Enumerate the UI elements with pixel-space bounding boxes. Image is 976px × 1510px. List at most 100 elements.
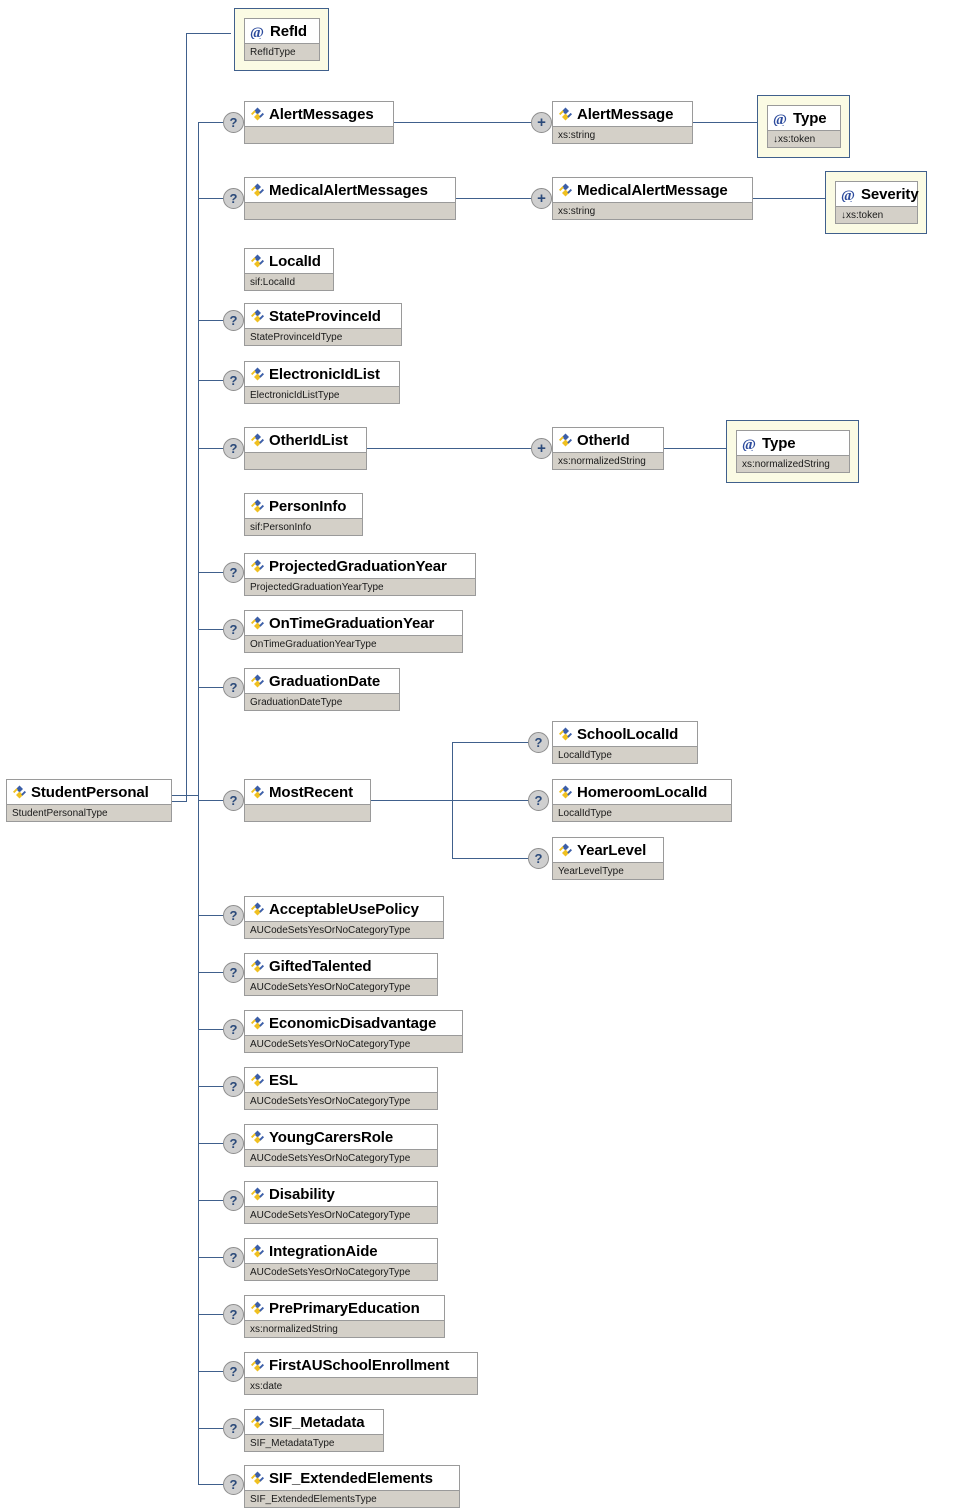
connector-alertmessage-to-type [693, 122, 757, 123]
node-electronicidlist[interactable]: ElectronicIdList ElectronicIdListType [244, 361, 400, 404]
marker-optional-disability[interactable]: ? [223, 1190, 244, 1211]
marker-optional-integrationaide[interactable]: ? [223, 1247, 244, 1268]
marker-repeating-alertmessage[interactable]: + [531, 112, 552, 133]
node-medicalalertmessage[interactable]: MedicalAlertMessage xs:string [552, 177, 753, 220]
node-schoollocalid[interactable]: SchoolLocalId LocalIdType [552, 721, 698, 764]
element-icon [250, 959, 265, 973]
node-stateprovinceid[interactable]: StateProvinceId StateProvinceIdType [244, 303, 402, 346]
marker-optional-youngcarersrole[interactable]: ? [223, 1133, 244, 1154]
connector-branch-firstauschoolenrol [198, 1371, 223, 1372]
marker-optional-sifextendedelems[interactable]: ? [223, 1474, 244, 1495]
node-graduationdate-header: GraduationDate [244, 668, 400, 694]
node-studentpersonal-header: StudentPersonal [6, 779, 172, 805]
node-otherid-header: OtherId [552, 427, 664, 453]
node-graduationdate[interactable]: GraduationDate GraduationDateType [244, 668, 400, 711]
node-youngcarersrole[interactable]: YoungCarersRole AUCodeSetsYesOrNoCategor… [244, 1124, 438, 1167]
node-mostrecent[interactable]: MostRecent [244, 779, 371, 822]
node-homeroomlocalid-label: HomeroomLocalId [577, 783, 708, 801]
node-preprimaryedu-type: xs:normalizedString [244, 1321, 445, 1338]
node-firstauschoolenrol-header: FirstAUSchoolEnrollment [244, 1352, 478, 1378]
marker-optional-projgradyear[interactable]: ? [223, 562, 244, 583]
node-otherid-type-value: xs:normalizedString [736, 456, 850, 473]
node-personinfo-type: sif:PersonInfo [244, 519, 363, 536]
node-disability[interactable]: Disability AUCodeSetsYesOrNoCategoryType [244, 1181, 438, 1224]
node-refid-frame[interactable]: @ RefId RefIdType [234, 8, 329, 71]
node-sifmetadata[interactable]: SIF_Metadata SIF_MetadataType [244, 1409, 384, 1452]
node-sifextendedelems[interactable]: SIF_ExtendedElements SIF_ExtendedElement… [244, 1465, 460, 1508]
marker-repeating-otherid[interactable]: + [531, 438, 552, 459]
node-electronicidlist-type: ElectronicIdListType [244, 387, 400, 404]
connector-otherid-to-type [664, 448, 726, 449]
marker-optional-otheridlist[interactable]: ? [223, 438, 244, 459]
marker-optional-esl[interactable]: ? [223, 1076, 244, 1097]
node-economicdisadv-type: AUCodeSetsYesOrNoCategoryType [244, 1036, 463, 1053]
marker-optional-yearlevel[interactable]: ? [528, 848, 549, 869]
node-localid[interactable]: LocalId sif:LocalId [244, 248, 334, 291]
node-yearlevel[interactable]: YearLevel YearLevelType [552, 837, 664, 880]
node-giftedtalented[interactable]: GiftedTalented AUCodeSetsYesOrNoCategory… [244, 953, 438, 996]
derived-arrow-icon: ↓ [841, 209, 846, 221]
node-alertmessage[interactable]: AlertMessage xs:string [552, 101, 693, 144]
marker-optional-medicalalertmessages[interactable]: ? [223, 188, 244, 209]
node-integrationaide-type: AUCodeSetsYesOrNoCategoryType [244, 1264, 438, 1281]
node-stateprovinceid-header: StateProvinceId [244, 303, 402, 329]
node-refid-label: RefId [270, 22, 308, 40]
node-otheridlist[interactable]: OtherIdList [244, 427, 367, 470]
node-integrationaide[interactable]: IntegrationAide AUCodeSetsYesOrNoCategor… [244, 1238, 438, 1281]
node-firstauschoolenrol[interactable]: FirstAUSchoolEnrollment xs:date [244, 1352, 478, 1395]
marker-optional-mostrecent[interactable]: ? [223, 790, 244, 811]
node-disability-label: Disability [269, 1185, 335, 1203]
node-otherid-type-frame[interactable]: @ Type xs:normalizedString [726, 420, 859, 483]
element-icon [250, 183, 265, 197]
marker-optional-economicdisadv[interactable]: ? [223, 1019, 244, 1040]
node-medicalalertmessages[interactable]: MedicalAlertMessages [244, 177, 456, 220]
node-refid[interactable]: @ RefId RefIdType [244, 18, 320, 61]
node-medicalalertmessage-label: MedicalAlertMessage [577, 181, 728, 199]
marker-optional-graduationdate[interactable]: ? [223, 677, 244, 698]
node-alertmessage-type-attr[interactable]: @ Type ↓xs:token [767, 105, 841, 148]
node-sifmetadata-type: SIF_MetadataType [244, 1435, 384, 1452]
element-icon [250, 1358, 265, 1372]
node-studentpersonal-root[interactable]: StudentPersonal StudentPersonalType [6, 779, 172, 822]
marker-optional-homeroomlocalid[interactable]: ? [528, 790, 549, 811]
node-ontimegradyear-header: OnTimeGraduationYear [244, 610, 463, 636]
node-severity-frame[interactable]: @ Severity ↓xs:token [825, 171, 927, 234]
node-acceptableusepolicy[interactable]: AcceptableUsePolicy AUCodeSetsYesOrNoCat… [244, 896, 444, 939]
node-alertmessages[interactable]: AlertMessages [244, 101, 394, 144]
node-economicdisadv[interactable]: EconomicDisadvantage AUCodeSetsYesOrNoCa… [244, 1010, 463, 1053]
marker-optional-giftedtalented[interactable]: ? [223, 962, 244, 983]
node-preprimaryedu-label: PrePrimaryEducation [269, 1299, 420, 1317]
marker-optional-firstauschoolenrol[interactable]: ? [223, 1361, 244, 1382]
marker-optional-electronicidlist[interactable]: ? [223, 370, 244, 391]
node-otherid[interactable]: OtherId xs:normalizedString [552, 427, 664, 470]
node-ontimegradyear[interactable]: OnTimeGraduationYear OnTimeGraduationYea… [244, 610, 463, 653]
node-esl[interactable]: ESL AUCodeSetsYesOrNoCategoryType [244, 1067, 438, 1110]
element-icon [250, 785, 265, 799]
node-alertmessage-type-frame[interactable]: @ Type ↓xs:token [757, 95, 850, 158]
marker-optional-stateprovinceid[interactable]: ? [223, 310, 244, 331]
node-homeroomlocalid[interactable]: HomeroomLocalId LocalIdType [552, 779, 732, 822]
node-acceptableusepolicy-label: AcceptableUsePolicy [269, 900, 419, 918]
element-icon [558, 433, 573, 447]
marker-optional-sifmetadata[interactable]: ? [223, 1418, 244, 1439]
node-otherid-type-attr[interactable]: @ Type xs:normalizedString [736, 430, 850, 473]
node-severity-typetext: xs:token [846, 209, 884, 221]
marker-optional-ontimegradyear[interactable]: ? [223, 619, 244, 640]
node-projgradyear[interactable]: ProjectedGraduationYear ProjectedGraduat… [244, 553, 476, 596]
marker-repeating-medicalalertmessage[interactable]: + [531, 188, 552, 209]
node-disability-type: AUCodeSetsYesOrNoCategoryType [244, 1207, 438, 1224]
node-otherid-type-header: @ Type [736, 430, 850, 456]
node-personinfo[interactable]: PersonInfo sif:PersonInfo [244, 493, 363, 536]
marker-optional-schoollocalid[interactable]: ? [528, 732, 549, 753]
marker-optional-alertmessages[interactable]: ? [223, 112, 244, 133]
svg-text:@: @ [841, 188, 855, 202]
node-preprimaryedu[interactable]: PrePrimaryEducation xs:normalizedString [244, 1295, 445, 1338]
connector-alertmessages-to-alertmessage [394, 122, 531, 123]
element-icon [250, 107, 265, 121]
marker-optional-acceptableusepolicy[interactable]: ? [223, 905, 244, 926]
marker-optional-preprimaryedu[interactable]: ? [223, 1304, 244, 1325]
connector-otheridlist-to-otherid [367, 448, 531, 449]
node-mostrecent-header: MostRecent [244, 779, 371, 805]
node-localid-label: LocalId [269, 252, 321, 270]
node-severity[interactable]: @ Severity ↓xs:token [835, 181, 919, 224]
